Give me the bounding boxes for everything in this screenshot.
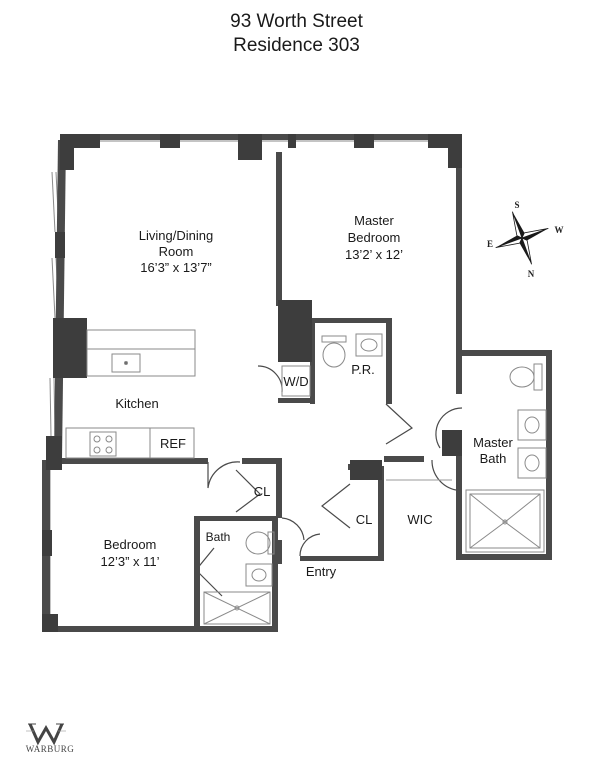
address-title: 93 Worth Street: [230, 11, 363, 32]
washer-dryer-label: W/D: [283, 374, 308, 389]
master-label-line1: Master: [354, 213, 394, 228]
compass-rose-icon: [495, 211, 549, 265]
bedroom-label: Bedroom: [104, 537, 157, 552]
kitchen-label: Kitchen: [115, 396, 158, 411]
bath-label: Bath: [206, 530, 231, 544]
living-label-line1: Living/Dining: [139, 228, 213, 243]
master-label-line2: Bedroom: [348, 230, 401, 245]
closet-label-2: CL: [356, 512, 373, 527]
master-bath-label-line1: Master: [473, 435, 513, 450]
columns: [42, 134, 462, 632]
master-dimensions: 13’2’ x 12’: [345, 247, 403, 262]
entry-label: Entry: [306, 564, 337, 579]
kitchen-fixtures: [65, 329, 196, 459]
room-labels: Living/Dining Room 16’3” x 13’7” Master …: [100, 213, 513, 579]
compass-east: E: [487, 239, 493, 249]
warburg-logo-icon: [26, 723, 66, 746]
master-bath-label-line2: Bath: [480, 451, 507, 466]
living-label-line2: Room: [159, 244, 194, 259]
warburg-logo-text: WARBURG: [25, 744, 75, 754]
powder-room-label: P.R.: [351, 362, 375, 377]
refrigerator-label: REF: [160, 436, 186, 451]
closet-label-1: CL: [254, 484, 271, 499]
bath-fixtures: [203, 333, 547, 625]
bedroom-dimensions: 12’3” x 11’: [100, 554, 159, 569]
living-dimensions: 16’3” x 13’7”: [140, 260, 212, 275]
walk-in-closet-label: WIC: [407, 512, 432, 527]
compass-south: S: [514, 200, 519, 210]
compass-west: W: [555, 225, 564, 235]
residence-title: Residence 303: [233, 35, 360, 56]
doors: [195, 365, 463, 597]
compass-north: N: [528, 269, 535, 279]
